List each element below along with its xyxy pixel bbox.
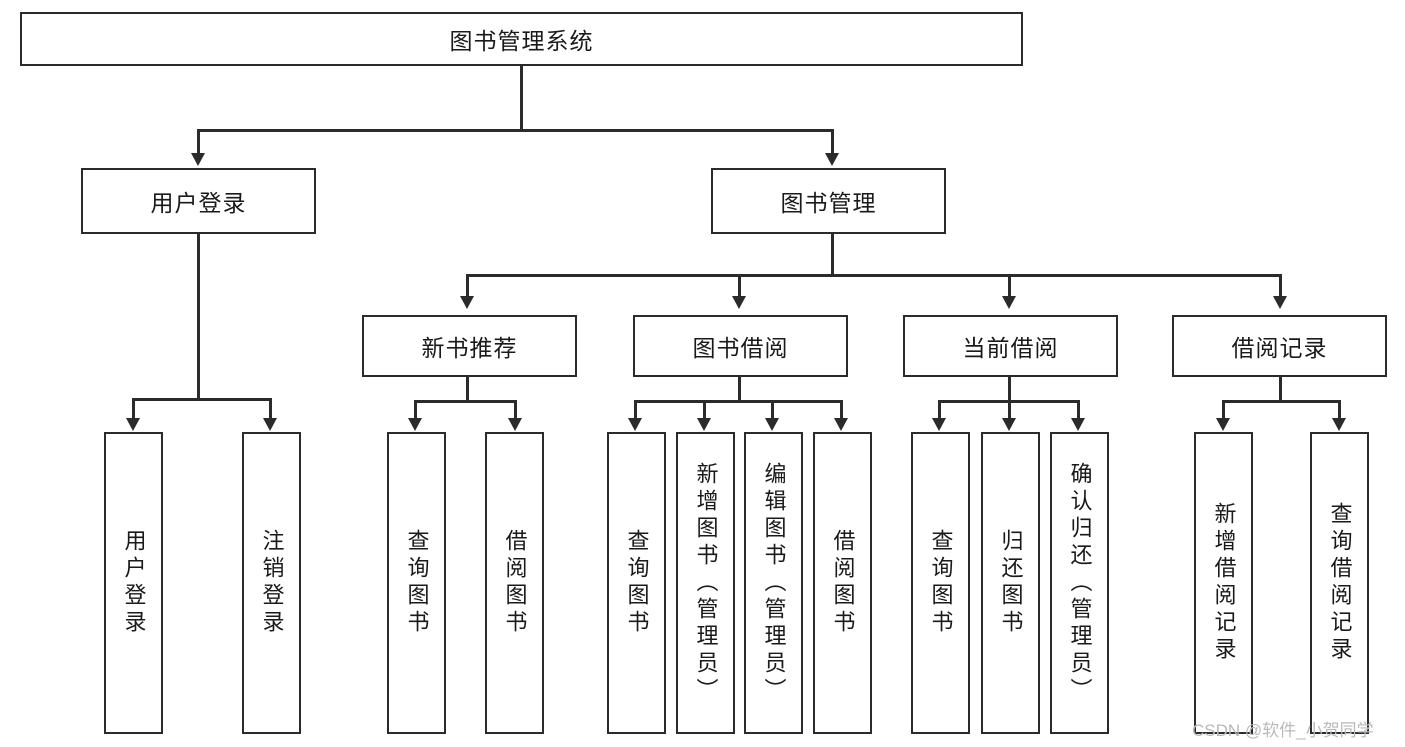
node-book-borrow[interactable]: 图书借阅 [633,315,848,377]
node-label: 借阅图书 [502,529,528,637]
node-borrow-record[interactable]: 借阅记录 [1172,315,1387,377]
node-label: 用户登录 [121,529,147,637]
connector-borrow-record-stem [1279,377,1282,402]
csdn-watermark: CSDN @软件_小贺同学 [1192,716,1374,741]
connector-book-management-stem [831,234,834,276]
node-label: 用户登录 [150,190,247,216]
leaf-cb-confirm-return[interactable]: 确认归还（管理员） [1050,432,1109,734]
node-new-book-recommend[interactable]: 新书推荐 [362,315,577,377]
arrowhead-leaf-logout [263,418,277,431]
node-label: 借阅图书 [830,529,856,637]
connector-book-borrow-bus [634,400,842,403]
arrowhead-nb-query-book [408,418,422,431]
arrowhead-bb-borrow-book [834,418,848,431]
connector-user-login-drop-2 [269,398,272,420]
leaf-bb-edit-book[interactable]: 编辑图书（管理员） [744,432,803,734]
node-label: 编辑图书（管理员） [761,461,787,705]
node-label: 查询借阅记录 [1327,502,1353,664]
node-label: 查询图书 [928,529,954,637]
leaf-bb-borrow-book[interactable]: 借阅图书 [813,432,872,734]
arrowhead-nb-borrow-book [508,418,522,431]
node-label: 归还图书 [998,529,1024,637]
leaf-bb-add-book[interactable]: 新增图书（管理员） [676,432,735,734]
leaf-cb-query-book[interactable]: 查询图书 [911,432,970,734]
connector-user-login-drop-1 [132,398,135,420]
connector-to-borrow-record [1279,274,1282,298]
connector-book-borrow-stem [738,377,741,402]
connector-new-book-stem [466,377,469,402]
watermark-text: CSDN @软件_小贺同学 [1192,721,1374,740]
arrowhead-br-query-record [1332,418,1346,431]
connector-to-new-book [466,274,469,298]
node-label: 图书借阅 [692,335,789,361]
node-label: 新书推荐 [421,335,518,361]
connector-current-borrow-stem [1008,377,1011,402]
connector-to-book-borrow [738,274,741,298]
connector-br-drop-1 [1222,400,1225,420]
connector-cb-drop-1 [938,400,941,420]
leaf-bb-query-book[interactable]: 查询图书 [607,432,666,734]
node-label: 查询图书 [624,529,650,637]
node-root-book-management-system[interactable]: 图书管理系统 [20,12,1023,66]
connector-bb-drop-1 [634,400,637,420]
arrowhead-bb-edit-book [765,418,779,431]
arrowhead-bb-query-book [628,418,642,431]
connector-new-book-drop-2 [514,400,517,420]
arrowhead-br-add-record [1216,418,1230,431]
node-label: 借阅记录 [1231,335,1328,361]
connector-to-current-borrow [1008,274,1011,298]
connector-cb-drop-2 [1008,400,1011,420]
node-label: 当前借阅 [962,335,1059,361]
leaf-nb-borrow-book[interactable]: 借阅图书 [485,432,544,734]
node-label: 图书管理系统 [449,28,594,54]
connector-bb-drop-2 [703,400,706,420]
leaf-cb-return-book[interactable]: 归还图书 [981,432,1040,734]
node-current-borrow[interactable]: 当前借阅 [903,315,1118,377]
connector-user-login-stem [197,234,200,400]
connector-br-drop-2 [1338,400,1341,420]
arrowhead-book-management [825,153,839,166]
leaf-br-add-record[interactable]: 新增借阅记录 [1194,432,1253,734]
connector-level3-bus [466,274,1282,277]
leaf-nb-query-book[interactable]: 查询图书 [387,432,446,734]
connector-root-to-book-management [831,129,834,155]
node-label: 注销登录 [259,529,285,637]
node-label: 图书管理 [780,190,877,216]
node-label: 确认归还（管理员） [1067,461,1093,705]
leaf-br-query-record[interactable]: 查询借阅记录 [1310,432,1369,734]
arrowhead-borrow-record [1273,296,1287,309]
connector-cb-drop-3 [1077,400,1080,420]
connector-new-book-drop-1 [414,400,417,420]
connector-root-stem [520,66,523,130]
node-user-login[interactable]: 用户登录 [81,168,316,234]
connector-bb-drop-3 [771,400,774,420]
connector-new-book-bus [414,400,516,403]
node-label: 新增借阅记录 [1211,502,1237,664]
arrowhead-bb-add-book [697,418,711,431]
arrowhead-leaf-user-login [126,418,140,431]
leaf-user-login[interactable]: 用户登录 [104,432,163,734]
leaf-logout[interactable]: 注销登录 [242,432,301,734]
node-label: 新增图书（管理员） [693,461,719,705]
arrowhead-cb-query-book [932,418,946,431]
arrowhead-cb-confirm-return [1071,418,1085,431]
arrowhead-current-borrow [1002,296,1016,309]
arrowhead-new-book-recommend [460,296,474,309]
arrowhead-cb-return-book [1002,418,1016,431]
arrowhead-user-login [191,153,205,166]
node-book-management[interactable]: 图书管理 [711,168,946,234]
connector-root-to-user-login [197,129,200,155]
connector-root-bus [197,129,834,132]
connector-borrow-record-bus [1222,400,1340,403]
arrowhead-book-borrow [732,296,746,309]
connector-user-login-bus [132,398,271,401]
node-label: 查询图书 [404,529,430,637]
connector-bb-drop-4 [840,400,843,420]
